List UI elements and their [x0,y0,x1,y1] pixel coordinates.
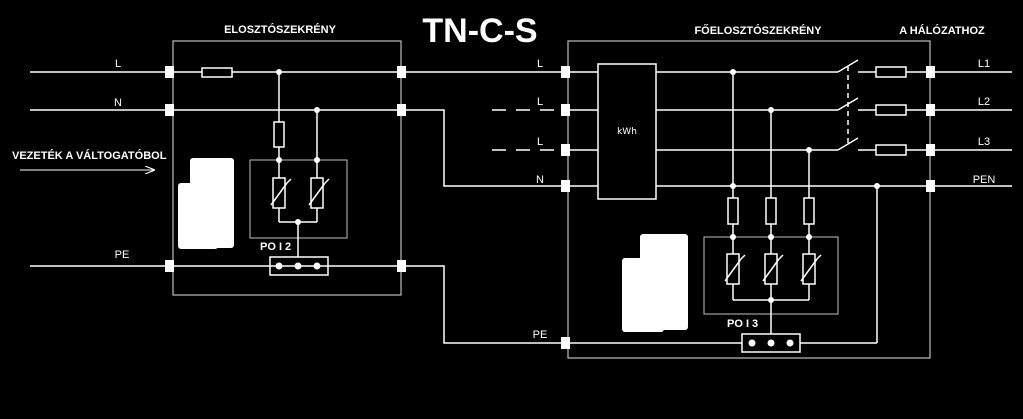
terminal [926,66,935,78]
network-pen-label: PEN [973,174,996,186]
inter-cabinet-wiring [406,71,562,344]
left-line-n-label: N [114,97,122,109]
terminal [561,337,570,349]
main-surge-protector-module [622,234,688,332]
left-spd-device-label: PO I 2 [260,241,291,253]
main-spd-device-label: PO I 3 [727,318,758,330]
network-l1-label: L1 [978,58,990,70]
diagram-title: TN-C-S [422,12,537,50]
network-l2-label: L2 [978,96,990,108]
main-cabinet-label: FŐELOSZTÓSZEKRÉNY [694,24,822,37]
main-spd-wiring [703,72,839,353]
network-l3-label: L3 [978,136,990,148]
left-surge-protector-module [178,158,234,249]
main-cabinet-terminals [561,66,935,349]
left-line-l [30,67,398,78]
terminal [165,104,174,116]
terminal [926,180,935,192]
terminal [165,66,174,78]
left-line-l-label: L [115,58,121,70]
terminal [561,66,570,78]
terminal [165,260,174,272]
left-spd-junction-dots [275,69,321,270]
main-cabinet: FŐELOSZTÓSZEKRÉNY A HÁLÓZATHOZ L L L N P… [533,24,1012,359]
main-input-n-label: N [536,174,544,186]
left-cabinet-label: ELOSZTÓSZEKRÉNY [224,23,337,36]
terminal [397,260,406,272]
terminal [926,104,935,116]
left-cabinet-terminals [165,66,406,272]
left-cabinet-frame [172,40,402,296]
main-cabinet-frame [567,40,931,359]
kwh-meter [597,63,657,200]
main-input-l3-label: L [537,136,543,148]
incoming-cable-label: VEZETÉK A VÁLTOGATÓBOL [12,149,167,162]
main-spd-junction-dots [730,69,880,347]
terminal [561,104,570,116]
network-label: A HÁLÓZATHOZ [899,24,985,37]
terminal [397,104,406,116]
terminal [397,66,406,78]
terminal [561,180,570,192]
terminal [561,144,570,156]
left-spd-wiring [249,72,348,276]
terminal [926,144,935,156]
left-line-pe-label: PE [115,249,130,261]
left-cabinet: ELOSZTÓSZEKRÉNY L N PE [12,23,406,296]
main-input-pe-label: PE [533,329,548,341]
main-phase-lines [570,59,1012,344]
main-input-l1-label: L [537,58,543,70]
main-input-l2-label: L [537,96,543,108]
kwh-meter-label: kWh [617,127,637,137]
